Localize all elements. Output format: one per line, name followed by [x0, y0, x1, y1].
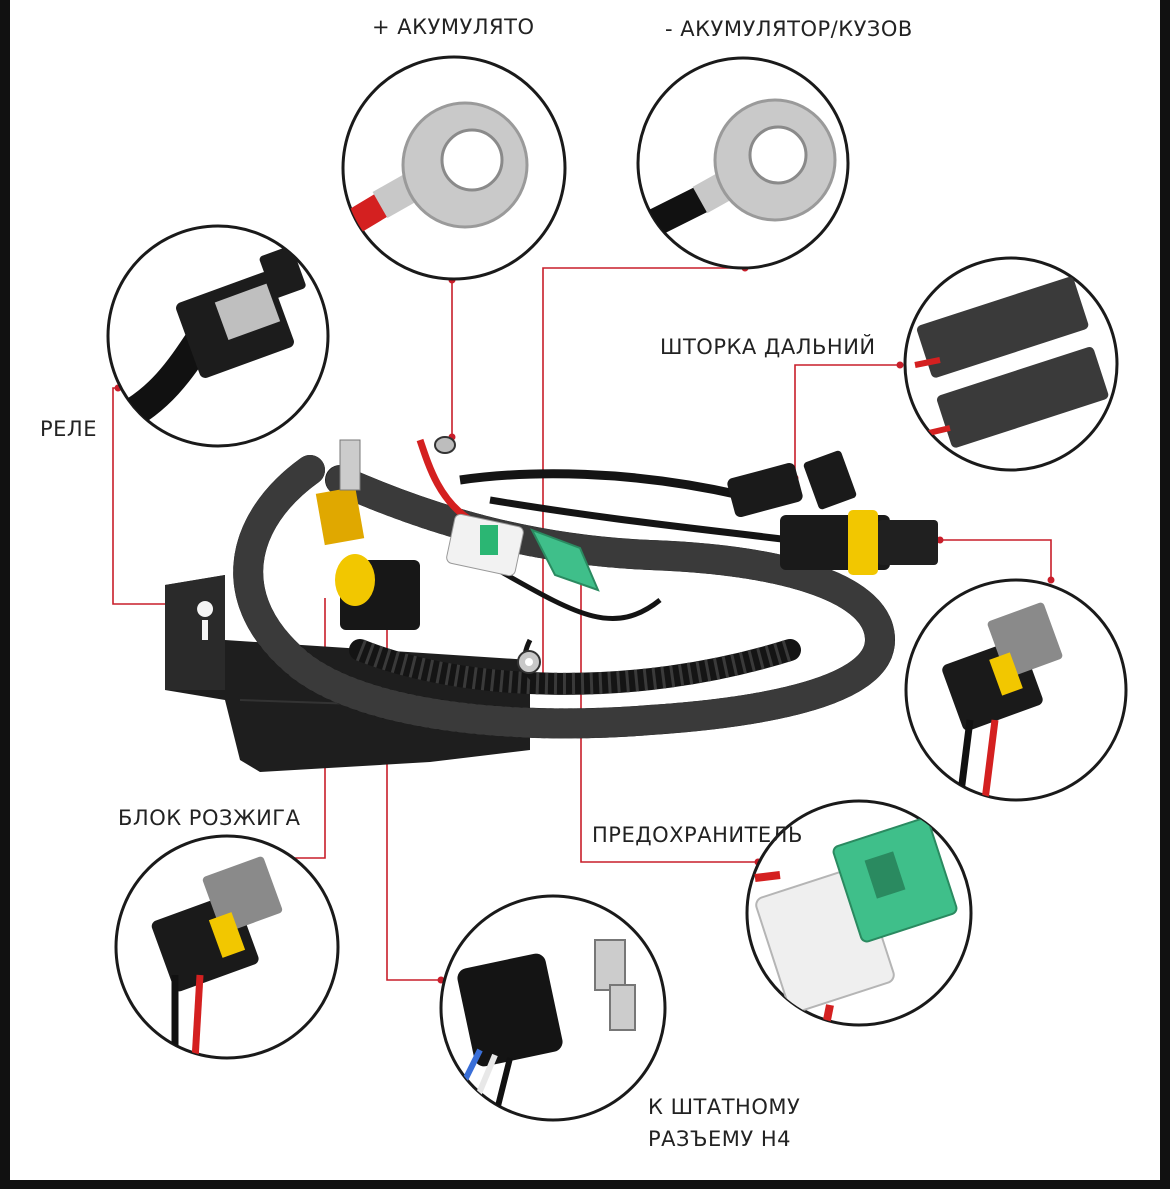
diagram-graphics [106, 55, 1128, 1122]
relay-icon [106, 224, 330, 448]
leader-right-connector [940, 539, 1052, 580]
socket-connector-icon [904, 578, 1128, 802]
label-fuse: ПРЕДОХРАНИТЕЛЬ [592, 823, 803, 847]
wiring-diagram: + АКУМУЛЯТО - АКУМУЛЯТОР/КУЗОВ РЕЛЕ ШТОР… [10, 0, 1160, 1180]
label-h4-line1: К ШТАТНОМУ [648, 1095, 801, 1119]
harness-assembly [165, 436, 938, 772]
label-shutter-high: ШТОРКА ДАЛЬНИЙ [660, 335, 876, 359]
label-battery-plus: + АКУМУЛЯТО [372, 15, 535, 39]
label-h4-line2: РАЗЪЕМУ Н4 [648, 1127, 791, 1151]
leader-shutter [794, 364, 900, 478]
leader-fuse [580, 550, 758, 863]
label-battery-minus: - АКУМУЛЯТОР/КУЗОВ [665, 17, 913, 41]
fuse-icon [745, 799, 973, 1027]
ring-terminal-black-icon [636, 56, 850, 270]
h4-plug-icon [439, 894, 667, 1122]
label-relay: РЕЛЕ [40, 417, 97, 441]
label-ignition-block: БЛОК РОЗЖИГА [118, 806, 301, 830]
double-connector-icon [903, 256, 1119, 472]
socket-connector-icon [114, 834, 340, 1060]
ring-terminal-red-icon [341, 55, 567, 281]
